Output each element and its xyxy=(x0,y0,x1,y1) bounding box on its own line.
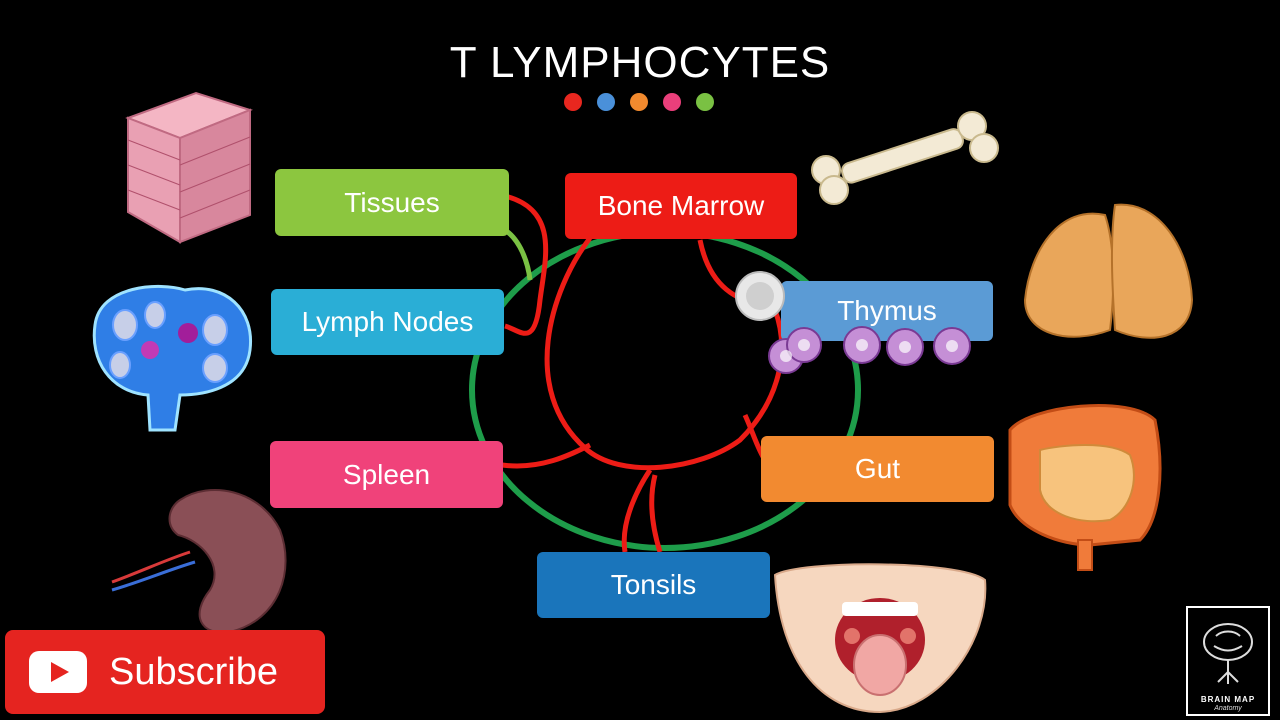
dot-pink xyxy=(663,93,681,111)
node-tissues: Tissues xyxy=(275,169,509,236)
mouth-tonsils-icon xyxy=(773,563,987,714)
red-path-main xyxy=(544,236,785,471)
brain-tree-logo-icon xyxy=(1203,623,1253,684)
dot-orange xyxy=(630,93,648,111)
node-gut: Gut xyxy=(761,436,994,502)
page-title: T LYMPHOCYTES xyxy=(449,38,831,87)
lymph-node-icon xyxy=(92,284,253,432)
bone-icon xyxy=(811,111,999,205)
youtube-play-icon xyxy=(29,651,87,693)
dot-blue xyxy=(597,93,615,111)
epithelial-tissue-icon xyxy=(125,91,253,244)
dot-green xyxy=(696,93,714,111)
logo-sub: Anatomy xyxy=(1214,705,1242,712)
subscribe-label: Subscribe xyxy=(109,650,278,693)
spleen-icon xyxy=(111,489,287,634)
node-spleen: Spleen xyxy=(270,441,503,508)
dot-red xyxy=(564,93,582,111)
intestine-icon xyxy=(1008,404,1162,571)
brand-logo: BRAIN MAP Anatomy xyxy=(1186,606,1270,716)
red-path-tissues xyxy=(504,193,549,336)
subscribe-button[interactable]: Subscribe xyxy=(5,630,325,714)
color-dots xyxy=(564,93,714,111)
red-path-tissues-green xyxy=(503,227,533,281)
thymus-gland-icon xyxy=(1023,203,1194,339)
logo-name: BRAIN MAP xyxy=(1200,695,1256,704)
red-path-spleen xyxy=(501,442,592,469)
red-path-tonsils-1 xyxy=(621,468,653,553)
node-bone-marrow: Bone Marrow xyxy=(565,173,797,239)
node-lymph-nodes: Lymph Nodes xyxy=(271,289,504,355)
red-path-tonsils-2 xyxy=(649,474,663,553)
node-tonsils: Tonsils xyxy=(537,552,770,618)
